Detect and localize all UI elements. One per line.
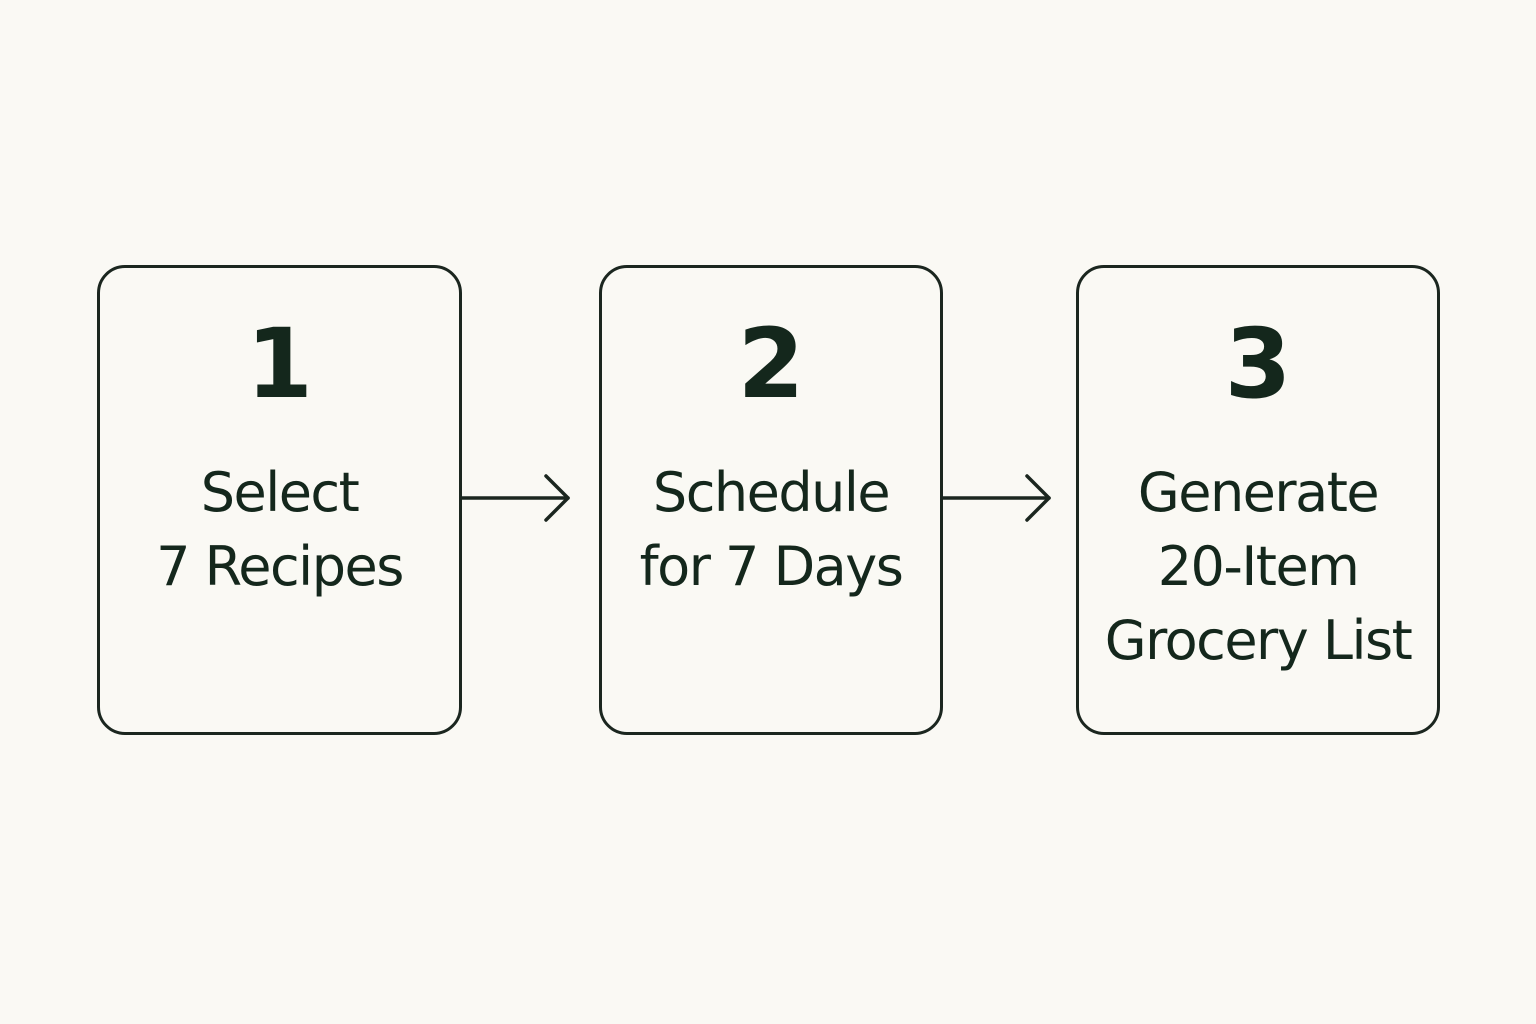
step-label-line: Generate [1137, 461, 1380, 524]
step-card-select-recipes: 1 Select 7 Recipes [97, 265, 462, 735]
step-number: 2 [737, 308, 805, 420]
step-label-line: Select [200, 461, 360, 524]
step-label-line: Schedule [652, 461, 891, 524]
step-label: Select 7 Recipes [100, 456, 459, 604]
step-card-schedule-days: 2 Schedule for 7 Days [599, 265, 943, 735]
step-card-generate-list: 3 Generate 20-Item Grocery List [1076, 265, 1440, 735]
step-label-line: 7 Recipes [156, 535, 404, 598]
step-label-line: Grocery List [1104, 609, 1413, 672]
step-label: Generate 20-Item Grocery List [1079, 456, 1437, 678]
step-label-line: for 7 Days [639, 535, 904, 598]
step-label-line: 20-Item [1157, 535, 1360, 598]
step-number: 1 [246, 308, 313, 420]
arrow-right-icon [941, 474, 1051, 522]
step-label: Schedule for 7 Days [602, 456, 940, 604]
arrow-right-icon [460, 474, 570, 522]
step-number: 3 [1224, 308, 1292, 420]
